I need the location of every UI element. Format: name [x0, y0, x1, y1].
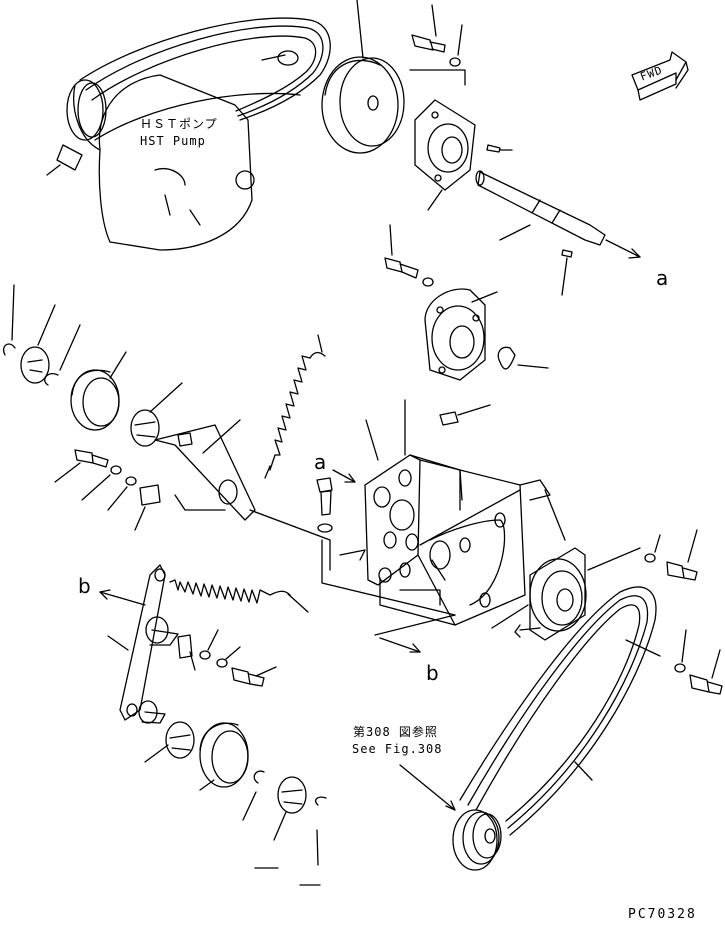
ref-label-b-arm: b: [78, 574, 91, 598]
mounting-bracket: [321, 399, 566, 636]
fwd-arrow-icon: [631, 51, 689, 101]
ref-label-b-bracket: b: [426, 661, 439, 685]
bolt-a: [249, 477, 333, 571]
flange-bearing-mid: [424, 288, 549, 426]
mid-bolt-and-washer: [384, 224, 434, 287]
top-pulley: [321, 0, 405, 154]
drawing-code: PC70328: [628, 907, 697, 922]
v-belt-lower: [399, 586, 661, 871]
tension-spring-upper: [264, 334, 326, 479]
right-bolts: [587, 529, 723, 695]
electric-clutch: [491, 547, 587, 641]
ref-label-a-bolt: a: [314, 450, 327, 474]
see-figure-label-jp: 第308 図参照: [353, 725, 438, 739]
idler-arm-assembly: [107, 564, 327, 886]
hst-pump-assembly: [46, 17, 331, 251]
flange-bearing-top: [414, 99, 476, 211]
hst-pump-label-en: HST Pump: [140, 134, 206, 148]
top-bolt-and-washer: [409, 4, 466, 86]
reference-arrows: [99, 469, 421, 653]
drive-shaft: [475, 144, 641, 296]
tension-arm-group: [3, 284, 256, 531]
hst-pump-label-jp: ＨＳＴポンプ: [140, 117, 218, 131]
ref-label-a-shaft: a: [656, 266, 669, 290]
see-figure-label-en: See Fig.308: [352, 742, 443, 756]
